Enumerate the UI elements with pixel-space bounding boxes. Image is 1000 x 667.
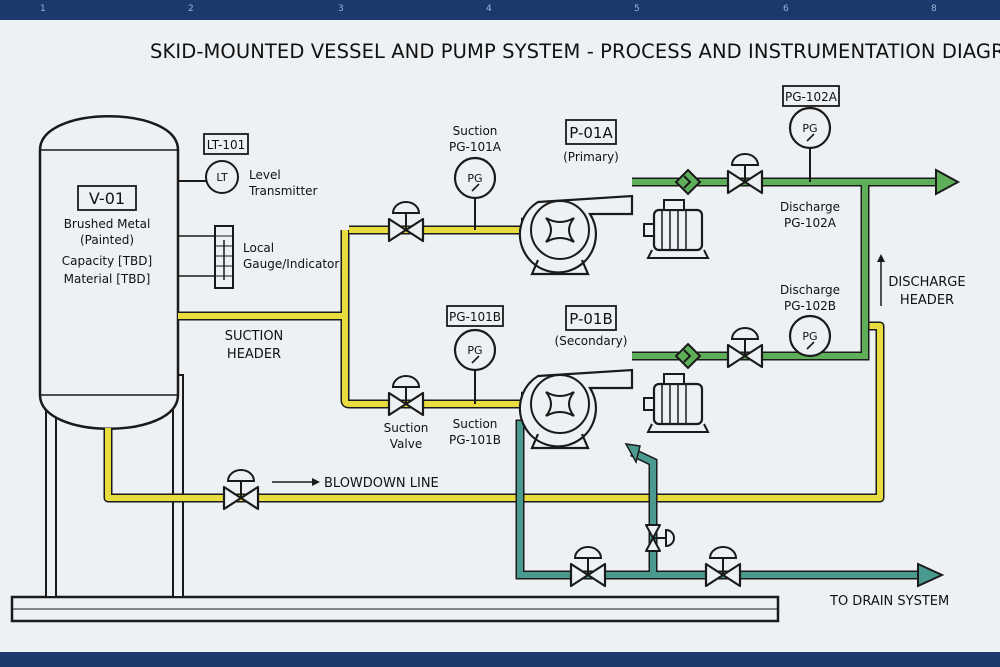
vessel-tag-box [77, 185, 137, 211]
pg101b-label1: Suction [453, 417, 498, 431]
gate-valve-icon[interactable] [222, 468, 260, 511]
vessel-v01 [38, 115, 184, 598]
pg102a-tag-box [782, 85, 840, 107]
vessel-line1: Brushed Metal [64, 217, 151, 231]
ruler-number: 3 [338, 4, 344, 14]
ruler-number: 2 [188, 4, 194, 14]
vessel-line4: Material [TBD] [64, 272, 151, 286]
pressure-gauge-icon [453, 328, 497, 404]
suction-header-line1: SUCTION [225, 329, 284, 344]
pg101a-label1: Suction [453, 124, 498, 138]
gate-valve-icon[interactable] [645, 524, 675, 552]
pump-b-role: (Secondary) [555, 334, 628, 348]
pg101b-label2: PG-101B [449, 433, 501, 447]
pressure-gauge-icon [788, 106, 832, 182]
discharge-header-line1: DISCHARGE [888, 275, 965, 290]
pg102a-symbol: PG [802, 122, 817, 135]
gate-valve-icon[interactable] [726, 152, 764, 195]
suction-header-line2: HEADER [227, 347, 281, 362]
suction-valve-label1: Suction [384, 421, 429, 435]
discharge-header-line2: HEADER [900, 293, 954, 308]
local-gauge-label1: Local [243, 241, 274, 255]
skid-base [10, 595, 780, 623]
centrifugal-pump-icon[interactable] [518, 194, 634, 276]
lt-tag-box [203, 133, 249, 155]
gate-valve-icon[interactable] [387, 374, 425, 417]
pg102a-label2: PG-102A [784, 216, 837, 230]
local-gauge-label2: Gauge/Indicator [243, 257, 339, 271]
pg102b-label2: PG-102B [784, 299, 836, 313]
ruler-number: 8 [931, 4, 937, 14]
pump-a-tag-box [565, 119, 617, 145]
pump-a-tag: P-01A [569, 124, 613, 142]
motor-icon [642, 198, 710, 260]
pg102a-label1: Discharge [780, 200, 840, 214]
arrow-icon [624, 443, 641, 465]
check-valve-icon [674, 168, 702, 196]
pg101a-symbol: PG [467, 172, 482, 185]
gate-valve-icon[interactable] [704, 545, 742, 588]
level-gauge-icon [178, 225, 234, 289]
pg102b-symbol: PG [802, 330, 817, 343]
motor-icon [642, 372, 710, 434]
ruler-number: 1 [40, 4, 46, 14]
gate-valve-icon[interactable] [387, 200, 425, 243]
pg101b-symbol: PG [467, 344, 482, 357]
pump-a-role: (Primary) [563, 150, 619, 164]
pg101b-tag-box [446, 305, 504, 327]
pressure-gauge-icon [788, 314, 832, 358]
gate-valve-icon[interactable] [726, 326, 764, 369]
pg101b-tag: PG-101B [449, 310, 501, 324]
suction-valve-label2: Valve [390, 437, 422, 451]
lt-symbol: LT [216, 171, 228, 184]
ruler-number: 6 [783, 4, 789, 14]
level-transmitter-icon [178, 160, 239, 194]
vessel-tag: V-01 [89, 189, 125, 208]
centrifugal-pump-icon[interactable] [518, 368, 634, 450]
ruler-number: 4 [486, 4, 492, 14]
arrow-icon [917, 562, 945, 588]
pg102b-label1: Discharge [780, 283, 840, 297]
pg101a-label2: PG-101A [449, 140, 502, 154]
pump-b-tag-box [565, 305, 617, 331]
check-valve-icon [674, 342, 702, 370]
lt-label1: Level [249, 168, 281, 182]
vessel-line3: Capacity [TBD] [62, 254, 152, 268]
pressure-gauge-icon [453, 156, 497, 230]
pg102a-tag: PG-102A [785, 90, 838, 104]
arrow-icon [272, 478, 320, 486]
lt-tag: LT-101 [207, 138, 246, 152]
arrow-icon [877, 254, 885, 306]
gate-valve-icon[interactable] [569, 545, 607, 588]
diagram-title: SKID-MOUNTED VESSEL AND PUMP SYSTEM - PR… [150, 40, 1000, 63]
lt-label2: Transmitter [248, 184, 318, 198]
pump-b-tag: P-01B [569, 310, 613, 328]
blowdown-label: BLOWDOWN LINE [324, 476, 439, 491]
vessel-line2: (Painted) [80, 233, 134, 247]
ruler-number: 5 [634, 4, 640, 14]
top-ruler: 1 2 3 4 5 6 8 [0, 0, 1000, 20]
drain-label: TO DRAIN SYSTEM [829, 594, 949, 609]
arrow-icon [935, 168, 961, 196]
